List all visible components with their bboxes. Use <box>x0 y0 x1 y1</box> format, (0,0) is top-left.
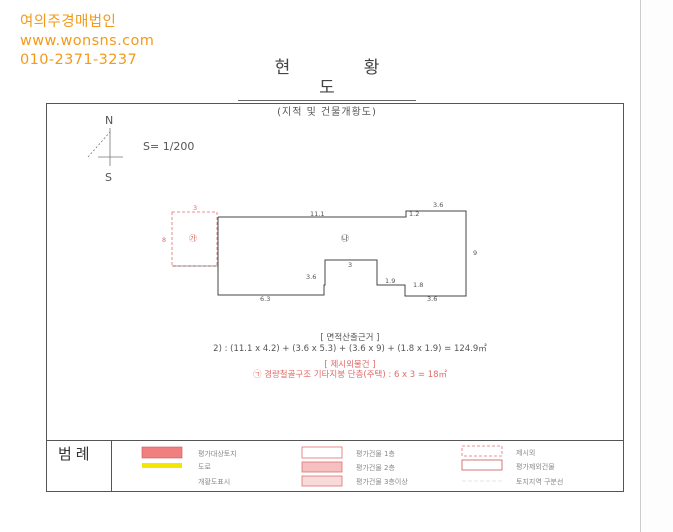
document-title-block: 현 황 도 (지적 및 건물개황도) <box>232 58 422 118</box>
document-title: 현 황 도 <box>274 58 414 98</box>
dim-notch-inner: 3 <box>348 261 352 269</box>
dim-bottom-right: 3.6 <box>427 295 437 303</box>
calc-formula: 2) : (11.1 x 4.2) + (3.6 x 5.3) + (3.6 x… <box>213 344 487 354</box>
building-b-outline <box>217 210 467 297</box>
legend-swatch-road <box>142 463 182 468</box>
scale-label: S= 1/200 <box>143 140 194 153</box>
calc-extra-heading: [ 제시외물건 ] <box>324 360 376 370</box>
dim-bottom-left: 6.3 <box>260 295 270 303</box>
compass-icon: N S <box>87 114 123 184</box>
title-underline <box>238 100 416 101</box>
building-b-label: ㉯ <box>341 234 349 243</box>
company-name: 여의주경매법인 <box>20 14 117 30</box>
legend-item: 평가제외건물 <box>516 463 555 471</box>
company-website[interactable]: www.wonsns.com <box>20 33 155 49</box>
watermark: 여의주경매법인 www.wonsns.com 010-2371-3237 <box>20 13 154 70</box>
legend-item: 평가건물 3층이상 <box>356 478 408 486</box>
dim-notch-left: 3.6 <box>306 273 316 281</box>
legend-item: 제시외 <box>516 449 536 457</box>
legend-item: 평가건물 1층 <box>356 450 395 458</box>
legend-title: 범례 <box>58 445 94 463</box>
legend-divider <box>111 441 112 492</box>
compass-north: N <box>105 114 113 127</box>
legend-item: 토지지역 구분선 <box>516 478 564 486</box>
legend-swatch-excluded <box>461 459 503 471</box>
calc-heading: [ 면적산출근거 ] <box>320 333 380 343</box>
legend-bar <box>46 440 624 492</box>
building-a-label: ㉮ <box>189 234 197 243</box>
dim-top-right-step: 1.2 <box>409 210 419 218</box>
drawing-sheet <box>46 103 624 492</box>
legend-swatch-floor1 <box>301 446 343 459</box>
dim-top-mid: 11.1 <box>310 210 324 218</box>
legend-item: 평가건물 2층 <box>356 464 395 472</box>
right-scrollbar-area <box>640 0 673 532</box>
legend-item: 도로 <box>198 463 211 471</box>
legend-item: 평가대상토지 <box>198 450 237 458</box>
dim-top-left: 3 <box>193 204 197 212</box>
company-phone: 010-2371-3237 <box>20 52 138 68</box>
dim-small-b: 1.8 <box>413 281 423 289</box>
legend-swatch-floor3 <box>301 475 343 487</box>
legend-swatch-floor2 <box>301 461 343 473</box>
compass-south: S <box>105 171 112 184</box>
legend-swatch-land <box>141 446 183 459</box>
legend-item: 개황도표시 <box>198 478 231 486</box>
calc-extra-formula: ㉠ 경량철골구조 기타지붕 단층(주택) : 6 x 3 = 18㎡ <box>252 370 448 380</box>
document-subtitle: (지적 및 건물개황도) <box>277 107 377 118</box>
dim-small-a: 1.9 <box>385 277 395 285</box>
dim-top-right: 3.6 <box>433 201 443 209</box>
dim-left: 8 <box>162 236 166 244</box>
dim-right: 9 <box>473 249 477 257</box>
legend-swatch-extra <box>461 445 503 457</box>
